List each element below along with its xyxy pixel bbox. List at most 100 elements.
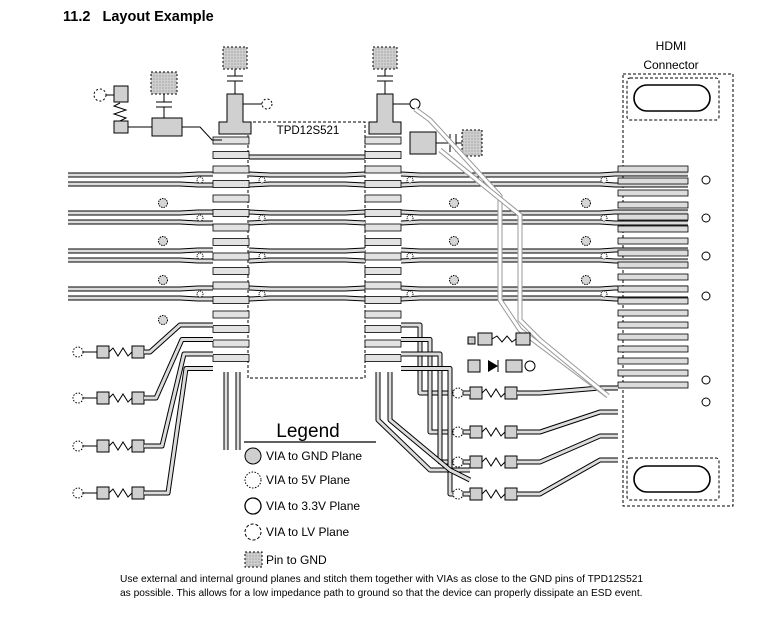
ic-label: TPD12S521 [277,125,340,137]
resistor [481,427,506,437]
signal-via [406,252,414,260]
trace-fill [517,434,618,464]
5v-via-icon [244,471,262,489]
connector-pad [617,285,689,293]
trace-fill [68,296,213,301]
gnd-vias [72,175,711,500]
lv-via [72,440,84,452]
ic-pad-right [364,180,402,188]
lv-via [452,387,464,399]
section-number: 11.2 [63,9,91,25]
resistor-pad [131,391,145,405]
gnd-via [449,275,459,285]
ic-pad-left [212,223,250,232]
gnd-via [449,236,459,246]
lv-via [452,426,464,438]
right-side-components [467,332,536,373]
resistor-pad [96,439,110,453]
trace-fill [68,172,213,177]
trace-fill [517,458,618,496]
ic-pad-left [212,267,250,275]
trace-fill [68,286,213,291]
trace-fill [248,248,366,253]
connector-pad [617,333,689,341]
trace-fill [248,172,366,177]
gnd-via [158,198,168,208]
signal-via [406,214,414,222]
hdmi-mount-slot-top [633,84,711,112]
ic-pad-left [212,194,250,203]
resistor-pad [96,391,110,405]
connector-pads [617,165,689,389]
gnd-via [581,236,591,246]
resistor [481,457,506,467]
resistor-pad [504,487,518,501]
top-right-capacitor [368,46,610,398]
connector-pad [617,201,689,209]
lv-via [72,487,84,499]
resistor-pad [504,425,518,439]
hdmi-mount-hole-bottom [626,457,720,501]
trace-fill [68,248,213,253]
ic-pad-right [364,281,402,290]
caption-line1: Use external and internal ground planes … [120,574,644,585]
trace-outline [401,322,470,396]
trace-fill [144,352,213,448]
trace-fill [400,210,688,215]
connector-pad [617,237,689,245]
connector-label-line1: HDMI [656,39,687,53]
ic-pad-right [364,325,402,333]
trace-fill [400,220,688,225]
resistor-pad [96,345,110,359]
signal-via [196,290,204,298]
ic-pad-right [364,296,402,304]
resistor-pad [469,455,483,469]
ic-pad-left [212,281,250,290]
resistor-pad [469,425,483,439]
signal-via [600,214,608,222]
connector-pad [617,321,689,329]
connector-pad [617,273,689,281]
trace-fill [144,338,213,400]
resistor-pad [504,455,518,469]
trace-fill [144,367,213,495]
connector-pad [617,369,689,377]
section-heading: 11.2 Layout Example [63,9,214,25]
connector-pad [617,213,689,221]
ic-pad-right [364,136,402,145]
ic-pad-right [364,194,402,203]
gnd-via [158,315,168,325]
resistor-pad [469,487,483,501]
top-left-components [93,71,222,141]
ic-pad-right [364,267,402,275]
trace-fill [68,182,213,187]
gnd-via [581,275,591,285]
ic-pad-right [364,252,402,261]
trace-fill [400,172,688,177]
lv-via [72,346,84,358]
connector-pad [617,381,689,389]
ic-pad-left [212,252,250,261]
resistor [108,488,133,498]
ic-pad-left [212,238,250,246]
legend-title: Legend [276,421,339,442]
trace-fill [388,372,471,482]
connector-pad [617,249,689,257]
ic-pad-right [364,223,402,232]
connector-via [701,175,711,185]
ic-pad-left [212,165,250,174]
ic-pad-right [364,151,402,159]
signal-via [600,252,608,260]
trace-fill [248,182,366,187]
lv-via-icon [244,523,262,541]
ic-pad-left [212,339,250,348]
legend: Legend VIA to GND Plane VIA to 5V Plane … [244,421,376,568]
lv-via [452,456,464,468]
ic-pad-left [212,325,250,333]
gnd-via-icon [244,447,262,465]
3v3-via-icon [244,497,262,515]
trace-fill [401,323,470,395]
ic-pad-right [364,354,402,362]
legend-item-lv-via: VIA to LV Plane [266,525,349,539]
